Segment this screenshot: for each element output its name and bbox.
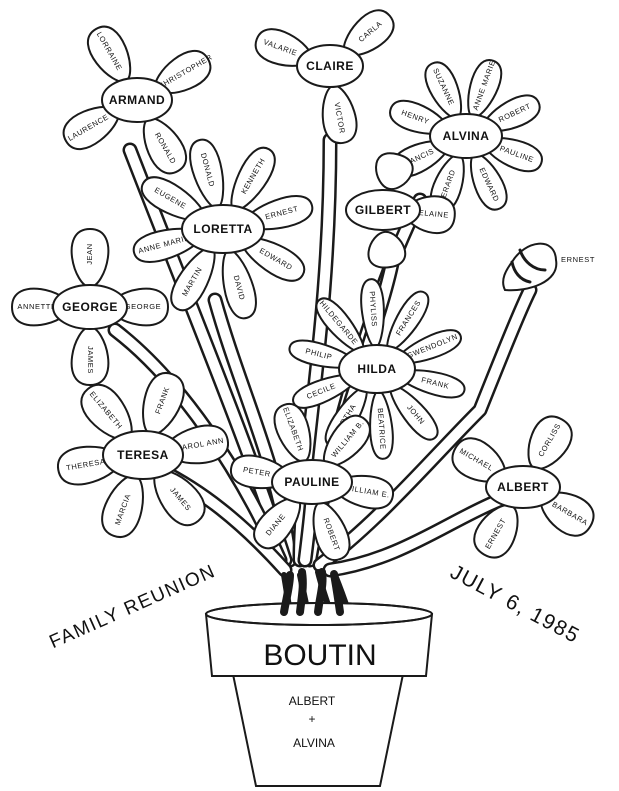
trunk: [330, 570, 344, 616]
flower-pot: BOUTIN ALBERT + ALVINA: [204, 568, 434, 787]
petal: [253, 496, 301, 549]
petal: [424, 61, 463, 119]
petal: [527, 415, 573, 470]
petal: [254, 28, 313, 67]
petal: [230, 146, 276, 212]
petal-label: ANNETTE: [17, 302, 56, 311]
flower-name: LORETTA: [193, 222, 252, 236]
parent-name: ALVINA: [293, 736, 335, 750]
petal: [62, 105, 120, 150]
petal: [323, 415, 371, 468]
petal: [70, 325, 110, 387]
flower-george: JEAN GEORGE JAMES ANNETTE GEORGE: [10, 227, 170, 387]
petal: [189, 139, 225, 209]
flower-center: [429, 113, 503, 159]
petal: [386, 290, 430, 352]
petal: [273, 403, 312, 463]
petal: [473, 504, 519, 559]
reunion-date: JULY 6, 1985: [446, 560, 583, 648]
flower-name: ARMAND: [109, 93, 165, 107]
petal: [221, 249, 257, 319]
petal: [321, 84, 358, 144]
petal-blank: [375, 152, 414, 190]
petal-label: JEAN: [85, 243, 94, 265]
petal: [369, 389, 394, 460]
petal: [153, 469, 206, 526]
petal: [360, 278, 385, 349]
trunk: [314, 568, 327, 616]
petal-label: BEATRICE: [376, 408, 388, 450]
bud-shape: [502, 242, 558, 292]
petal: [315, 297, 365, 354]
petal: [87, 25, 132, 83]
family-name: BOUTIN: [263, 639, 376, 672]
petal-label: PHYLISS: [368, 291, 379, 327]
petal: [467, 59, 503, 119]
flower-name: HILDA: [357, 362, 396, 376]
flower-center: [271, 459, 353, 505]
pot-opening-edge: [205, 602, 433, 626]
petal-label: JAMES: [86, 346, 95, 374]
flower-center: [102, 430, 184, 480]
stem-fill: [325, 495, 505, 575]
petal: [70, 227, 110, 289]
flower-center: [181, 204, 265, 254]
flower-gilbert: ELAINE GILBERT: [345, 152, 456, 269]
reunion-title: FAMILY REUNION: [46, 561, 219, 653]
petal: [312, 501, 351, 561]
trunk: [280, 571, 294, 616]
petal: [469, 153, 508, 211]
petal-label: ELAINE: [418, 208, 449, 220]
flower-name: GILBERT: [355, 203, 411, 217]
flower-name: TERESA: [117, 448, 169, 462]
bud-shading: [510, 248, 547, 284]
petal: [142, 372, 185, 436]
flower-center: [338, 344, 416, 394]
flower-name: ALVINA: [443, 129, 490, 143]
parent-joiner: +: [308, 712, 315, 726]
petal-blank: [367, 230, 407, 269]
flower-center: [296, 44, 364, 88]
petal: [154, 50, 212, 95]
flower-center: [101, 77, 173, 123]
petal-label: GEORGE: [125, 302, 162, 311]
flower-name: PAULINE: [284, 475, 339, 489]
petal: [342, 9, 395, 57]
petal: [170, 246, 216, 312]
petal: [101, 474, 144, 538]
bud-ernest: ERNEST: [502, 242, 595, 292]
bud-label: ERNEST: [561, 255, 595, 264]
petal: [80, 384, 133, 441]
petal: [142, 117, 187, 175]
flower-name: CLAIRE: [306, 59, 354, 73]
stem-fill: [315, 285, 535, 570]
flower-center: [485, 465, 561, 509]
flower-name: GEORGE: [62, 300, 118, 314]
flower-center: [52, 284, 128, 330]
parent-name: ALBERT: [289, 694, 336, 708]
trunk: [296, 568, 307, 616]
flower-center: [345, 189, 421, 231]
petal: [389, 384, 439, 441]
flower-name: ALBERT: [497, 480, 549, 494]
